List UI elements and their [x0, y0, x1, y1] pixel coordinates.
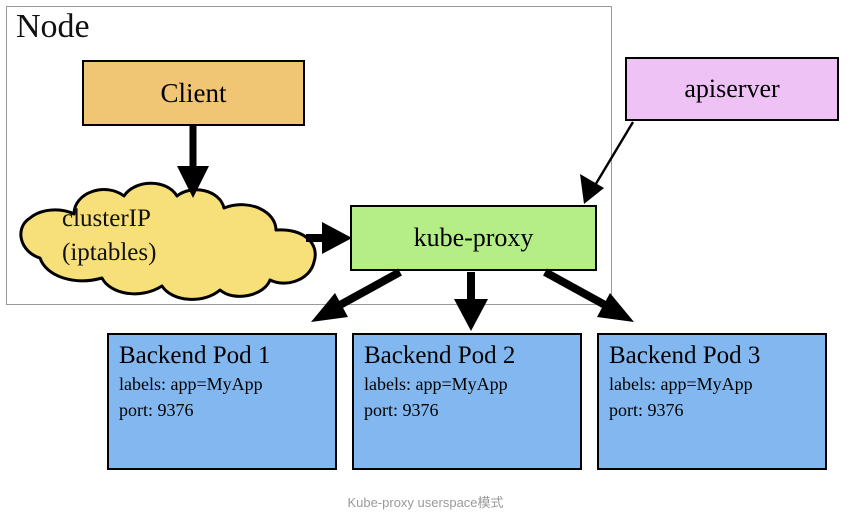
pod-title: Backend Pod 1 — [119, 342, 271, 369]
kube-proxy-box[interactable]: kube-proxy — [350, 205, 597, 271]
pod-title: Backend Pod 3 — [609, 342, 761, 369]
backend-pod-2[interactable]: Backend Pod 2 labels: app=MyApp port: 93… — [352, 333, 582, 470]
pod-port: port: 9376 — [364, 399, 439, 420]
diagram-caption: Kube-proxy userspace模式 — [347, 495, 504, 510]
kube-proxy-label: kube-proxy — [413, 223, 534, 252]
cluster-ip-cloud: clusterIP (iptables) — [14, 180, 326, 302]
apiserver-box[interactable]: apiserver — [625, 57, 839, 121]
pod-port: port: 9376 — [609, 399, 684, 420]
node-label: Node — [16, 8, 90, 45]
pod-labels: labels: app=MyApp — [609, 373, 753, 394]
backend-pod-3[interactable]: Backend Pod 3 labels: app=MyApp port: 93… — [597, 333, 827, 470]
client-box[interactable]: Client — [82, 60, 305, 126]
client-label: Client — [160, 77, 227, 108]
pod-labels: labels: app=MyApp — [119, 373, 263, 394]
pod-port: port: 9376 — [119, 399, 194, 420]
apiserver-label: apiserver — [684, 74, 780, 103]
backend-pod-1[interactable]: Backend Pod 1 labels: app=MyApp port: 93… — [107, 333, 337, 470]
pod-labels: labels: app=MyApp — [364, 373, 508, 394]
pod-title: Backend Pod 2 — [364, 342, 516, 369]
cloud-shape-icon — [19, 181, 317, 301]
